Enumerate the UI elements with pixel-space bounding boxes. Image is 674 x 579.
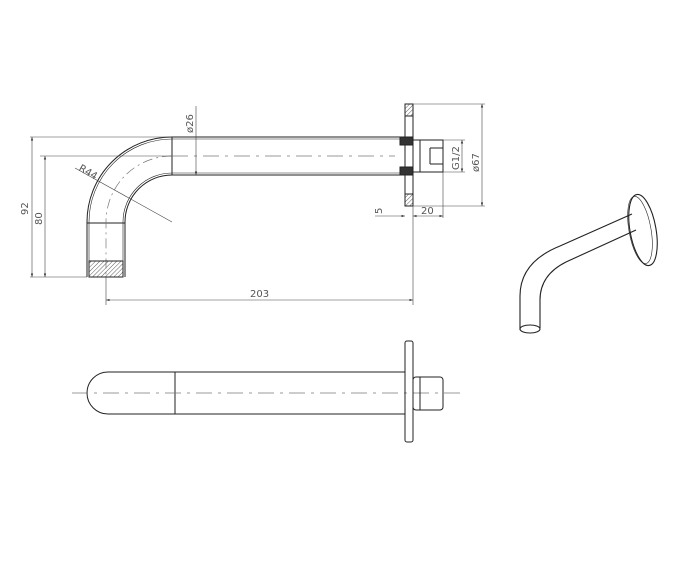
connector-nut [412, 139, 444, 173]
dim-pipe-diameter: ø26 [185, 114, 196, 133]
spout-outer-outline-inner [88, 138, 405, 277]
spout-inner-outline [124, 174, 405, 277]
side-section-view [86, 103, 444, 278]
flange-top [404, 340, 414, 443]
spout-outer-outline [86, 136, 405, 277]
top-view [72, 340, 460, 443]
nut-top [412, 376, 444, 411]
dimension-lines [30, 103, 485, 305]
perspective-view [519, 193, 658, 334]
spout-inner-outline-inner [122, 172, 405, 277]
dim-20: 20 [421, 206, 434, 217]
dim-203: 203 [250, 289, 269, 300]
dim-80: 80 [34, 212, 45, 225]
dim-thread: G1/2 [451, 146, 462, 170]
flange [404, 103, 414, 207]
dim-92: 92 [20, 202, 31, 215]
dim-5: 5 [374, 208, 385, 214]
aerator [88, 260, 124, 278]
dim-flange-diameter: ø67 [471, 153, 482, 172]
